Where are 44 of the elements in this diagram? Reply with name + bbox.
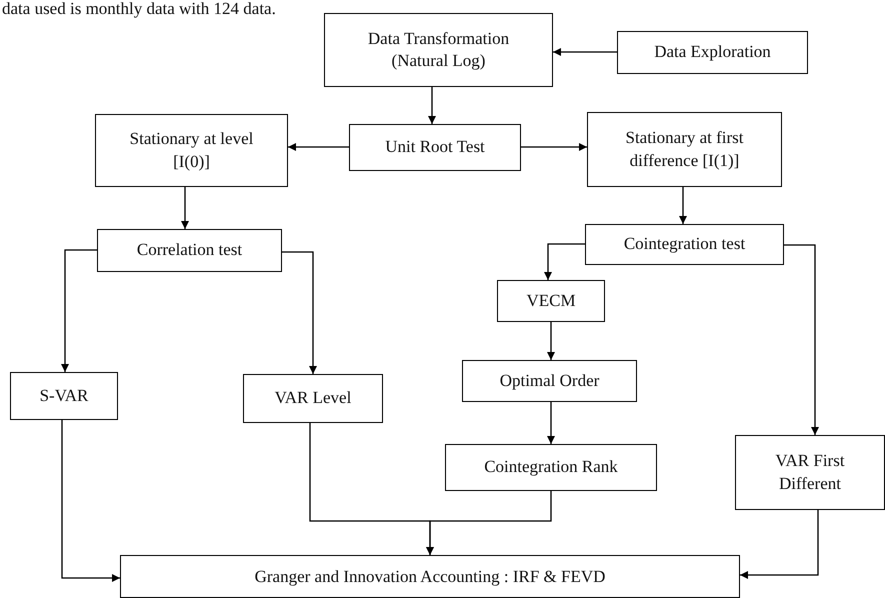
box-label: Optimal Order	[500, 370, 600, 392]
box-label: Correlation test	[136, 239, 242, 262]
process-box	[243, 374, 383, 423]
box-label: Data Exploration	[654, 41, 771, 64]
arrow	[547, 322, 555, 360]
arrow	[547, 402, 555, 444]
box-label: Unit Root Test	[385, 136, 485, 158]
arrow	[181, 187, 189, 229]
process-box	[497, 280, 605, 322]
process-box	[585, 224, 784, 265]
arrow	[282, 251, 317, 374]
arrow	[740, 510, 819, 579]
process-box	[445, 444, 657, 491]
process-box	[587, 112, 782, 187]
arrow	[679, 187, 687, 224]
arrow	[521, 143, 587, 151]
box-label: Stationary at first difference [I(1)]	[624, 127, 745, 172]
arrow	[426, 491, 552, 555]
box-label: Cointegration test	[624, 233, 746, 256]
process-box	[735, 435, 885, 510]
box-label: S-VAR	[40, 384, 88, 407]
process-box	[120, 555, 740, 598]
box-label: Stationary at level [I(0)]	[128, 128, 254, 172]
arrow	[428, 87, 436, 124]
box-label: Data Transformation (Natural Log)	[366, 28, 510, 72]
box-label: VAR Level	[274, 387, 352, 410]
box-label: VAR First Different	[774, 450, 846, 494]
arrow	[553, 48, 617, 56]
note-text: data used is monthly data with 124 data.	[2, 0, 276, 19]
arrow	[288, 143, 349, 151]
arrow	[544, 243, 585, 280]
process-box	[324, 13, 553, 87]
process-box	[617, 31, 808, 74]
arrow	[784, 244, 819, 435]
arrow	[61, 249, 97, 372]
box-label: Granger and Innovation Accounting : IRF & FEVD	[254, 566, 606, 588]
process-box	[97, 229, 282, 272]
process-box	[95, 114, 288, 187]
box-label: VECM	[526, 290, 576, 312]
process-box	[462, 360, 637, 402]
arrow	[61, 420, 120, 582]
box-label: Cointegration Rank	[484, 456, 618, 478]
process-box	[10, 372, 118, 420]
process-box	[349, 124, 521, 171]
